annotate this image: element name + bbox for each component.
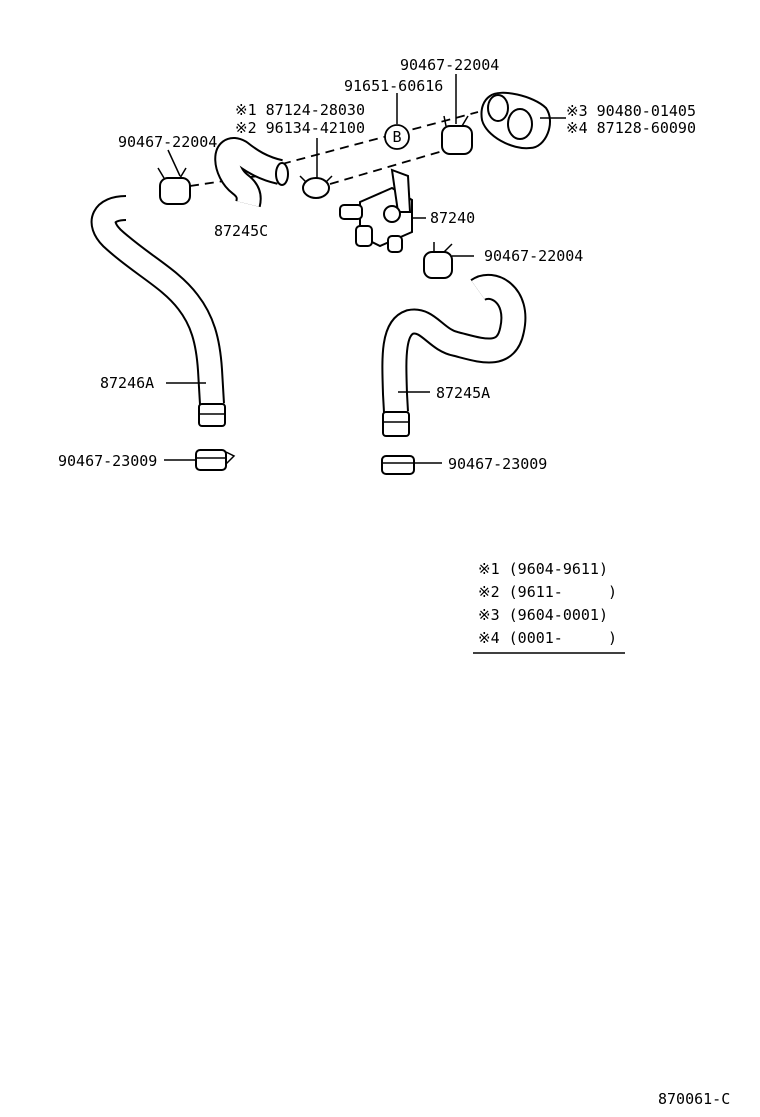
clamp-90467-23009-left [195, 449, 236, 471]
legend-row-1: ※1 (9604-9611) [478, 560, 608, 578]
grommet-90480-01405 [480, 91, 551, 150]
label-87245a: 87245A [436, 384, 490, 402]
clamp-90467-22004-left [157, 167, 191, 205]
legend-row-2: ※2 (9611- ) [478, 583, 617, 601]
clamp-90467-22004-right [423, 242, 453, 279]
clamp-87124-28030 [299, 175, 333, 199]
part-labels: 90467-22004 91651-60616 ※1 87124-28030 ※… [58, 56, 696, 473]
label-90467-23009-right: 90467-23009 [448, 455, 547, 473]
label-90467-22004-right: 90467-22004 [484, 247, 583, 265]
label-91651-60616: 91651-60616 [344, 77, 443, 95]
legend-row-4: ※4 (0001- ) [478, 629, 617, 647]
label-90480-01405: ※3 90480-01405 [566, 102, 696, 120]
reference-b-text: B [392, 128, 401, 146]
valve-87240 [339, 168, 413, 253]
clamp-90467-23009-right [381, 455, 415, 475]
label-90467-23009-left: 90467-23009 [58, 452, 157, 470]
label-87124-28030: ※1 87124-28030 [235, 101, 365, 119]
label-90467-22004-top: 90467-22004 [400, 56, 499, 74]
diagram-code: 870061-C [658, 1090, 730, 1108]
hose-87246a [90, 195, 226, 427]
clamp-90467-22004-top [441, 115, 473, 155]
label-87245c: 87245C [214, 222, 268, 240]
label-87240: 87240 [430, 209, 475, 227]
hose-87245c [214, 137, 289, 208]
hose-87245a [381, 273, 527, 437]
label-87246a: 87246A [100, 374, 154, 392]
legend-row-3: ※3 (9604-0001) [478, 606, 608, 624]
label-96134-42100: ※2 96134-42100 [235, 119, 365, 137]
label-90467-22004-left: 90467-22004 [118, 133, 217, 151]
leader-lines [164, 74, 566, 464]
applicability-legend: ※1 (9604-9611) ※2 (9611- ) ※3 (9604-0001… [473, 560, 625, 654]
reference-b: B [384, 124, 410, 150]
label-87128-60090: ※4 87128-60090 [566, 119, 696, 137]
